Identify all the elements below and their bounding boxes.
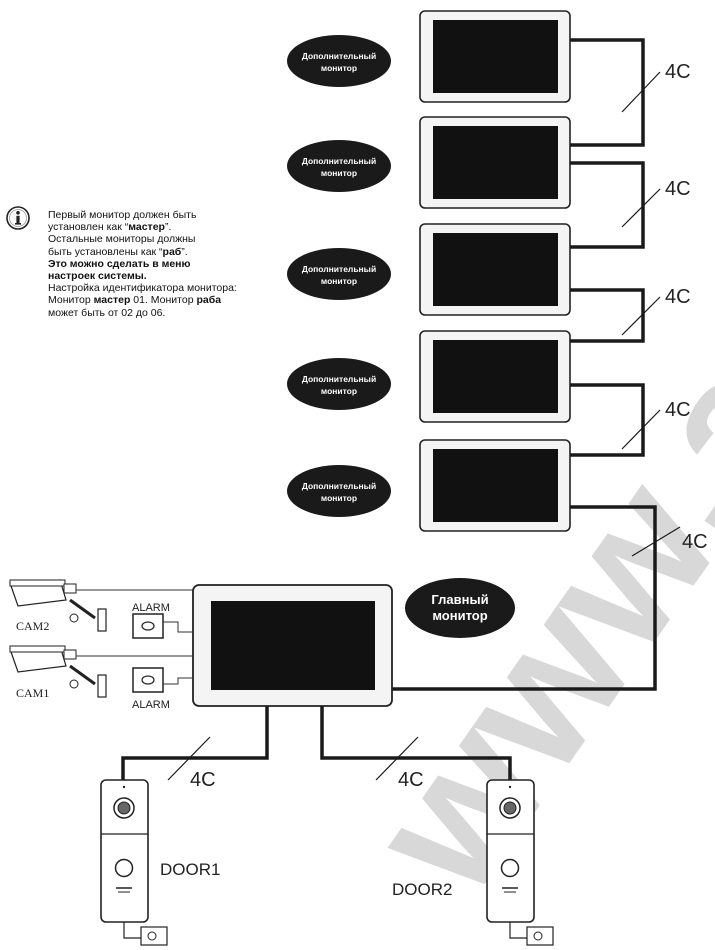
cable-label-1: 4C (665, 61, 691, 83)
additional-monitor-1 (419, 10, 571, 103)
additional-monitor-oval-5: Дополнительный монитор (287, 465, 391, 517)
alarm-label-2: ALARM (132, 699, 170, 711)
cable-markers-chain: 4C 4C 4C 4C 4C (621, 61, 708, 557)
cable-label-5: 4C (682, 531, 708, 553)
door-wires (121, 706, 512, 782)
info-line-4: быть установлены как “раб”. (48, 245, 188, 258)
alarm-sensor-1: ALARM (132, 602, 193, 639)
svg-text:Дополнительный: Дополнительный (302, 156, 376, 166)
svg-text:монитор: монитор (321, 493, 357, 503)
svg-text:Главный: Главный (431, 592, 488, 607)
additional-monitor-oval-3: Дополнительный монитор (287, 248, 391, 300)
door-label-1: DOOR1 (160, 860, 220, 879)
main-monitor-oval: Главный монитор (405, 578, 515, 638)
cable-label-2: 4C (665, 178, 691, 200)
door-panel-1 (100, 779, 168, 946)
additional-monitor-5 (419, 439, 571, 532)
info-line-8: Монитор мастер 01. Монитор раба (48, 294, 222, 307)
svg-text:Дополнительный: Дополнительный (302, 374, 376, 384)
monitor-chain-wires (392, 38, 657, 691)
info-line-7: Настройка идентификатора монитора: (48, 282, 237, 295)
svg-text:Дополнительный: Дополнительный (302, 51, 376, 61)
additional-monitor-3 (419, 223, 571, 316)
info-note: Первый монитор должен быть установлен ка… (48, 209, 318, 319)
camera-label-cam2: CAM2 (16, 619, 49, 633)
door-label-2: DOOR2 (392, 880, 452, 899)
info-line-6: настроек системы. (48, 270, 147, 283)
cable-label-door2: 4C (398, 769, 424, 791)
svg-text:монитор: монитор (321, 168, 357, 178)
svg-text:монитор: монитор (321, 63, 357, 73)
additional-monitor-oval-1: Дополнительный монитор (287, 35, 391, 87)
alarm-sensor-2: ALARM (132, 667, 193, 711)
main-monitor (192, 584, 393, 707)
info-line-1: Первый монитор должен быть (48, 209, 197, 221)
svg-text:монитор: монитор (321, 276, 357, 286)
svg-text:Дополнительный: Дополнительный (302, 481, 376, 491)
svg-text:Дополнительный: Дополнительный (302, 264, 376, 274)
additional-monitor-oval-4: Дополнительный монитор (287, 358, 391, 410)
svg-text:монитор: монитор (321, 386, 357, 396)
info-line-5: Это можно сделать в меню (48, 257, 191, 270)
camera-label-cam1: CAM1 (16, 686, 49, 700)
additional-monitor-4 (419, 330, 571, 423)
cable-label-door1: 4C (190, 769, 216, 791)
additional-monitor-oval-2: Дополнительный монитор (287, 140, 391, 192)
info-line-9: может быть от 02 до 06. (48, 306, 166, 319)
cable-markers-doors: 4C 4C (167, 736, 424, 791)
camera-cam1: CAM1 (9, 645, 193, 700)
alarm-label-1: ALARM (132, 602, 170, 614)
cable-label-3: 4C (665, 286, 691, 308)
door-panel-2 (486, 779, 554, 946)
info-line-2: установлен как “мастер”. (48, 221, 172, 234)
svg-text:монитор: монитор (432, 608, 487, 623)
info-line-3: Остальные мониторы должны (48, 233, 196, 246)
additional-monitor-2 (419, 116, 571, 209)
info-icon (6, 206, 30, 230)
cable-label-4: 4C (665, 399, 691, 421)
camera-cam2: CAM2 (9, 579, 193, 633)
